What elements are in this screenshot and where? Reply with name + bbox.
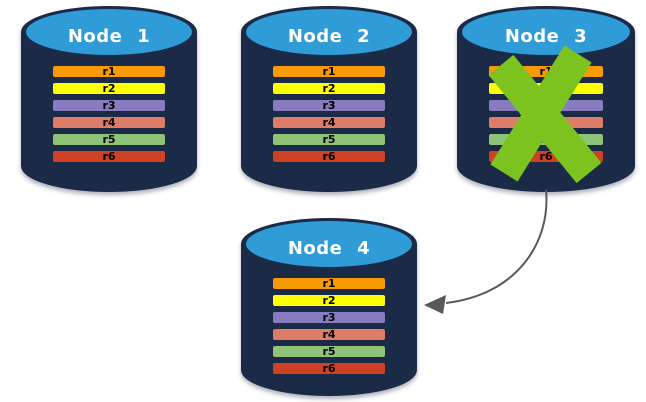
row-label: r2 — [322, 82, 336, 95]
cylinder-top: Node 4 — [246, 221, 412, 267]
row-label: r4 — [322, 328, 336, 341]
row-label: r6 — [102, 150, 116, 163]
row-r5: r5 — [272, 345, 386, 358]
row-label: r4 — [102, 116, 116, 129]
row-label: r3 — [322, 99, 336, 112]
node-1-cylinder: Node 1 r1 r2 r3 r4 r5 r6 — [21, 6, 197, 192]
row-r6: r6 — [52, 150, 166, 163]
node-label: Node 2 — [287, 26, 371, 47]
node-4-cylinder: Node 4 r1 r2 r3 r4 r5 r6 — [241, 218, 417, 396]
row-r4: r4 — [52, 116, 166, 129]
row-r6: r6 — [272, 150, 386, 163]
row-r3: r3 — [488, 99, 604, 112]
row-r6: r6 — [272, 362, 386, 375]
row-label: r1 — [102, 65, 116, 78]
row-r4: r4 — [488, 116, 604, 129]
row-label: r5 — [322, 345, 336, 358]
replica-rows: r1 r2 r3 r4 r5 r6 — [488, 65, 604, 167]
node-3-cylinder: Node 3 r1 r2 r3 r4 r5 r6 — [457, 6, 635, 192]
row-r2: r2 — [488, 82, 604, 95]
row-label: r2 — [102, 82, 116, 95]
node-2-cylinder: Node 2 r1 r2 r3 r4 r5 r6 — [241, 6, 417, 192]
replica-rows: r1 r2 r3 r4 r5 r6 — [52, 65, 166, 167]
row-r6: r6 — [488, 150, 604, 163]
replica-rows: r1 r2 r3 r4 r5 r6 — [272, 277, 386, 379]
row-label: r5 — [322, 133, 336, 146]
row-label: r1 — [539, 65, 553, 78]
row-label: r6 — [322, 362, 336, 375]
replica-rows: r1 r2 r3 r4 r5 r6 — [272, 65, 386, 167]
row-label: r2 — [539, 82, 553, 95]
row-r5: r5 — [272, 133, 386, 146]
node-label: Node 4 — [287, 238, 371, 259]
row-label: r6 — [539, 150, 553, 163]
node-label: Node 3 — [504, 26, 588, 47]
row-label: r4 — [539, 116, 553, 129]
row-label: r3 — [539, 99, 553, 112]
row-label: r6 — [322, 150, 336, 163]
cylinder-top: Node 1 — [26, 9, 192, 55]
row-r3: r3 — [272, 311, 386, 324]
row-r1: r1 — [272, 277, 386, 290]
row-r1: r1 — [52, 65, 166, 78]
row-r2: r2 — [52, 82, 166, 95]
cylinder-bottom — [241, 140, 417, 192]
row-label: r2 — [322, 294, 336, 307]
row-r2: r2 — [272, 82, 386, 95]
row-r3: r3 — [52, 99, 166, 112]
row-r5: r5 — [488, 133, 604, 146]
row-r1: r1 — [488, 65, 604, 78]
node-label: Node 1 — [67, 26, 151, 47]
row-label: r3 — [322, 311, 336, 324]
row-label: r5 — [102, 133, 116, 146]
row-label: r3 — [102, 99, 116, 112]
row-r3: r3 — [272, 99, 386, 112]
row-label: r5 — [539, 133, 553, 146]
row-r5: r5 — [52, 133, 166, 146]
arrow-head — [424, 295, 446, 314]
cylinder-bottom — [21, 140, 197, 192]
arrow-curve — [445, 189, 548, 304]
row-label: r4 — [322, 116, 336, 129]
cylinder-top: Node 2 — [246, 9, 412, 55]
row-label: r1 — [322, 277, 336, 290]
cylinder-top: Node 3 — [462, 9, 630, 55]
row-label: r1 — [322, 65, 336, 78]
row-r2: r2 — [272, 294, 386, 307]
row-r4: r4 — [272, 116, 386, 129]
row-r1: r1 — [272, 65, 386, 78]
row-r4: r4 — [272, 328, 386, 341]
